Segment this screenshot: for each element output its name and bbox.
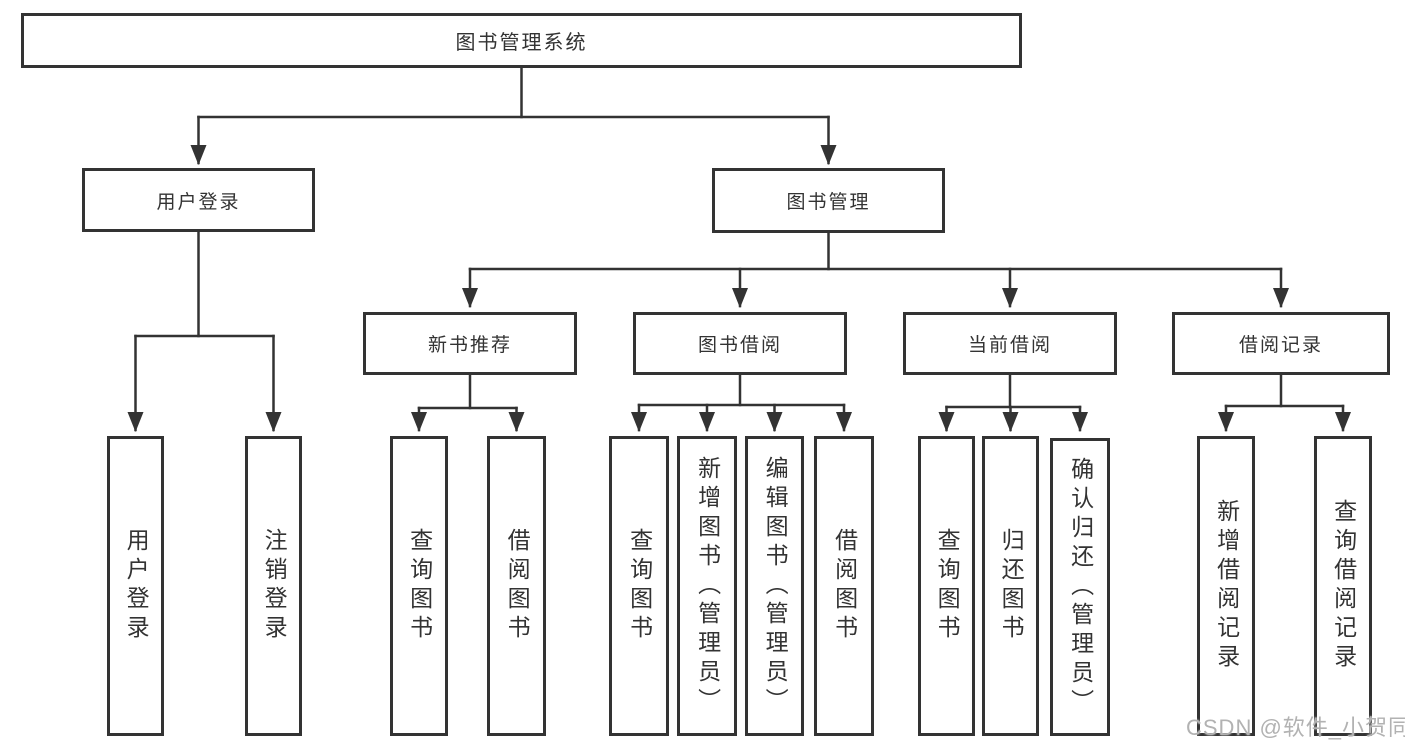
node-label: 用户登录 — [123, 528, 150, 644]
leaf-cb-query-books: 查询图书 — [918, 436, 975, 736]
node-label: 当前借阅 — [967, 335, 1052, 356]
leaf-cb-confirm-return-admin: 确认归还（管理员） — [1050, 438, 1110, 736]
node-label: 图书管理 — [786, 192, 871, 213]
node-label: 归还图书 — [998, 528, 1025, 644]
node-label: 查询图书 — [406, 528, 433, 644]
node-label: 借阅图书 — [504, 528, 531, 644]
node-book-management: 图书管理 — [712, 168, 945, 233]
watermark: CSDN @软件_小贺同学 — [1186, 715, 1405, 740]
node-label: 新书推荐 — [427, 335, 512, 356]
leaf-bb-query-books: 查询图书 — [609, 436, 669, 736]
leaf-cb-return-books: 归还图书 — [982, 436, 1039, 736]
leaf-bb-edit-books-admin: 编辑图书（管理员） — [745, 436, 804, 736]
node-label: 借阅图书 — [831, 528, 858, 644]
node-label: 查询借阅记录 — [1330, 499, 1357, 673]
node-new-book-recommendation: 新书推荐 — [363, 312, 577, 375]
node-label: 查询图书 — [934, 528, 961, 644]
leaf-nb-borrow-books: 借阅图书 — [487, 436, 546, 736]
leaf-bb-add-books-admin: 新增图书（管理员） — [677, 436, 737, 736]
node-label: 新增图书（管理员） — [694, 455, 721, 717]
node-current-borrowing: 当前借阅 — [903, 312, 1117, 375]
leaf-br-add-record: 新增借阅记录 — [1197, 436, 1255, 736]
node-book-borrowing: 图书借阅 — [633, 312, 847, 375]
leaf-br-query-record: 查询借阅记录 — [1314, 436, 1372, 736]
node-label: 图书管理系统 — [455, 32, 588, 54]
node-library-management-system: 图书管理系统 — [21, 13, 1022, 68]
leaf-bb-borrow-books: 借阅图书 — [814, 436, 874, 736]
leaf-user-login: 用户登录 — [107, 436, 164, 736]
node-borrowing-records: 借阅记录 — [1172, 312, 1390, 375]
node-label: 注销登录 — [261, 528, 288, 644]
node-user-login: 用户登录 — [82, 168, 315, 232]
leaf-nb-query-books: 查询图书 — [390, 436, 448, 736]
node-label: 借阅记录 — [1238, 335, 1323, 356]
node-label: 新增借阅记录 — [1213, 499, 1240, 673]
node-label: 用户登录 — [156, 191, 241, 213]
node-label: 确认归还（管理员） — [1067, 456, 1094, 718]
leaf-logout: 注销登录 — [245, 436, 302, 736]
node-label: 编辑图书（管理员） — [762, 455, 789, 717]
node-label: 图书借阅 — [697, 335, 782, 356]
node-label: 查询图书 — [626, 528, 653, 644]
